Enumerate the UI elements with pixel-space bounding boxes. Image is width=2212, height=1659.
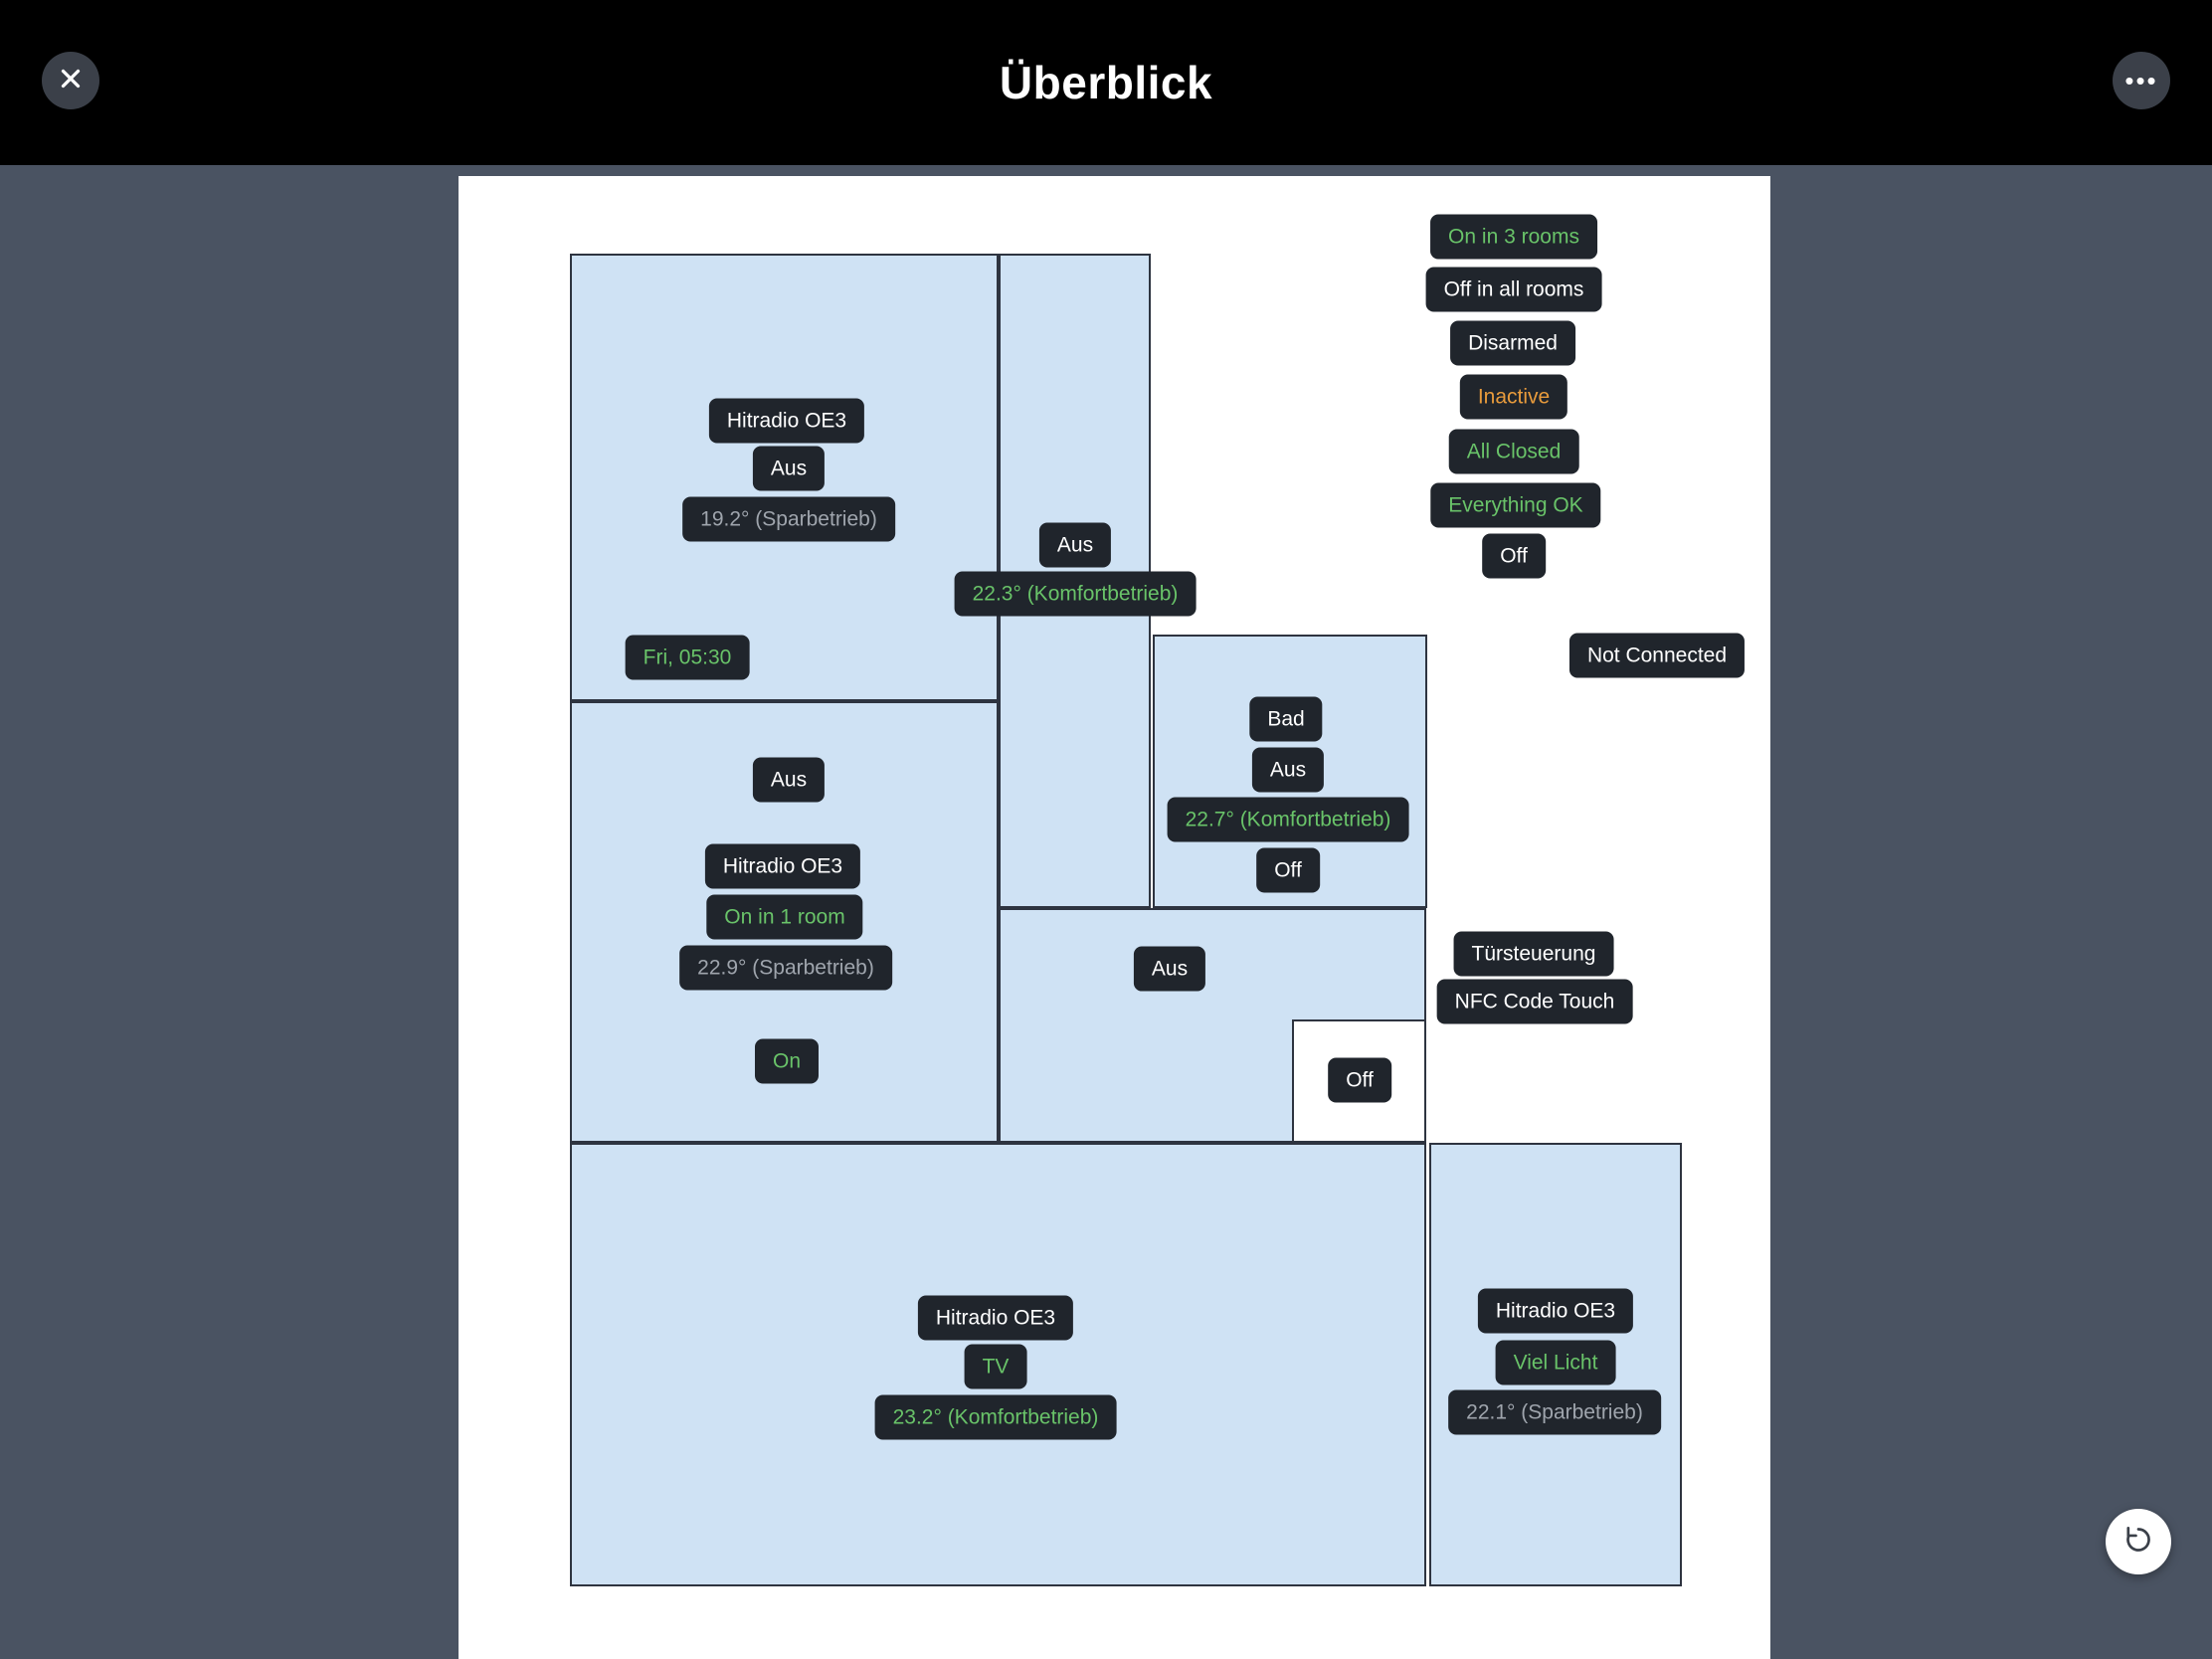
- page-title: Überblick: [999, 57, 1213, 108]
- status-windows-badge[interactable]: All Closed: [1448, 429, 1579, 474]
- bottomright-temp-badge[interactable]: 22.1° (Sparbetrieb): [1448, 1389, 1661, 1435]
- door-controller-badge[interactable]: Türsteuerung: [1453, 931, 1614, 977]
- living-temp-badge[interactable]: 23.2° (Komfortbetrieb): [874, 1394, 1117, 1440]
- status-audio-badge[interactable]: On in 3 rooms: [1430, 214, 1597, 260]
- midleft-lights-badge[interactable]: On in 1 room: [706, 894, 863, 940]
- close-button[interactable]: [42, 52, 99, 109]
- hall-temp-badge[interactable]: 22.3° (Komfortbetrieb): [954, 571, 1197, 617]
- living-radio-badge[interactable]: Hitradio OE3: [917, 1295, 1074, 1341]
- bad-switch-badge[interactable]: Off: [1256, 847, 1320, 893]
- refresh-icon: [2120, 1522, 2156, 1563]
- midcenter-music-badge[interactable]: Aus: [1133, 946, 1206, 992]
- midleft-temp-badge[interactable]: 22.9° (Sparbetrieb): [679, 945, 892, 991]
- status-lights-badge[interactable]: Off in all rooms: [1425, 267, 1602, 312]
- midleft-music-badge[interactable]: Aus: [752, 757, 826, 803]
- status-not-connected-badge[interactable]: Not Connected: [1568, 633, 1746, 678]
- bad-temp-badge[interactable]: 22.7° (Komfortbetrieb): [1167, 797, 1409, 842]
- status-alarm-badge[interactable]: Disarmed: [1450, 320, 1575, 366]
- living-source-badge[interactable]: TV: [964, 1344, 1027, 1389]
- close-icon: [56, 64, 86, 98]
- more-menu-button[interactable]: •••: [2113, 52, 2170, 109]
- refresh-button[interactable]: [2106, 1509, 2171, 1574]
- topleft-temp-badge[interactable]: 19.2° (Sparbetrieb): [682, 496, 895, 542]
- status-health-badge[interactable]: Everything OK: [1430, 482, 1601, 528]
- bottomright-lights-badge[interactable]: Viel Licht: [1495, 1340, 1616, 1385]
- bad-name-badge[interactable]: Bad: [1249, 696, 1323, 742]
- status-off-badge[interactable]: Off: [1482, 533, 1546, 579]
- bad-music-badge[interactable]: Aus: [1251, 747, 1325, 793]
- door-nfc-badge[interactable]: NFC Code Touch: [1436, 979, 1633, 1024]
- midleft-state-badge[interactable]: On: [754, 1038, 820, 1084]
- midleft-radio-badge[interactable]: Hitradio OE3: [704, 843, 861, 889]
- more-icon: •••: [2124, 66, 2158, 95]
- status-inactive-badge[interactable]: Inactive: [1459, 374, 1568, 420]
- bottomright-radio-badge[interactable]: Hitradio OE3: [1477, 1288, 1634, 1334]
- header-bar: Überblick •••: [0, 0, 2212, 165]
- topleft-radio-badge[interactable]: Hitradio OE3: [708, 398, 865, 444]
- hall-music-badge[interactable]: Aus: [1038, 522, 1112, 568]
- topleft-music-badge[interactable]: Aus: [752, 446, 826, 491]
- topleft-alarm-badge[interactable]: Fri, 05:30: [625, 635, 750, 680]
- midcenter-switch-badge[interactable]: Off: [1328, 1057, 1391, 1103]
